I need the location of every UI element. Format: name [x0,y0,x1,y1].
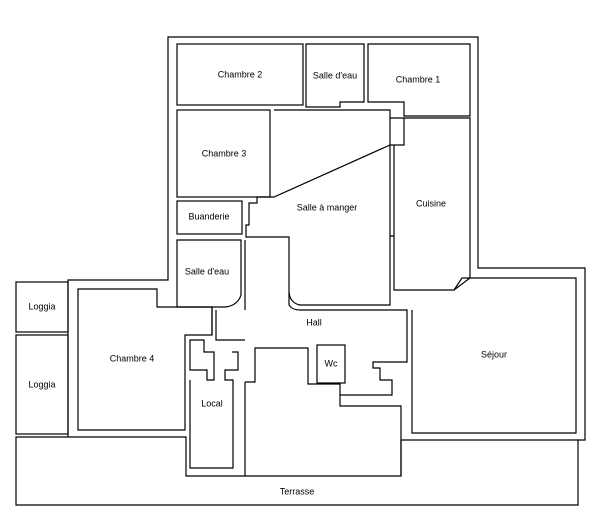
outer-wall [15,36,586,506]
room-loggia-top [15,281,69,333]
label-local: Local [201,398,223,408]
label-terrasse: Terrasse [280,486,315,496]
room-chambre-2 [176,43,304,106]
label-chambre-4: Chambre 4 [110,353,155,363]
label-chambre-2: Chambre 2 [218,69,263,79]
room-terrasse-inner [244,382,402,477]
room-terrasse [68,436,578,477]
label-buanderie: Buanderie [188,211,229,221]
label-chambre-3: Chambre 3 [202,148,247,158]
room-chambre-1 [367,43,471,117]
label-sejour: Séjour [481,349,507,359]
room-loggia-bottom [15,334,69,435]
room-sejour [411,277,577,434]
label-chambre-1: Chambre 1 [396,74,441,84]
label-salle-deau-top: Salle d'eau [313,70,357,80]
room-hall [211,240,408,396]
room-buanderie [176,200,243,235]
label-salle-deau-mid: Salle d'eau [185,266,229,276]
label-salle-a-manger: Salle à manger [297,202,358,212]
label-cuisine: Cuisine [416,198,446,208]
room-wc [316,344,346,384]
room-salle-deau-top [305,43,365,108]
room-local [189,339,239,469]
label-loggia-bottom: Loggia [28,379,55,389]
room-chambre-3 [176,109,271,198]
label-wc: Wc [325,358,338,368]
label-hall: Hall [306,317,322,327]
room-salle-deau-mid [176,239,242,308]
label-loggia-top: Loggia [28,301,55,311]
